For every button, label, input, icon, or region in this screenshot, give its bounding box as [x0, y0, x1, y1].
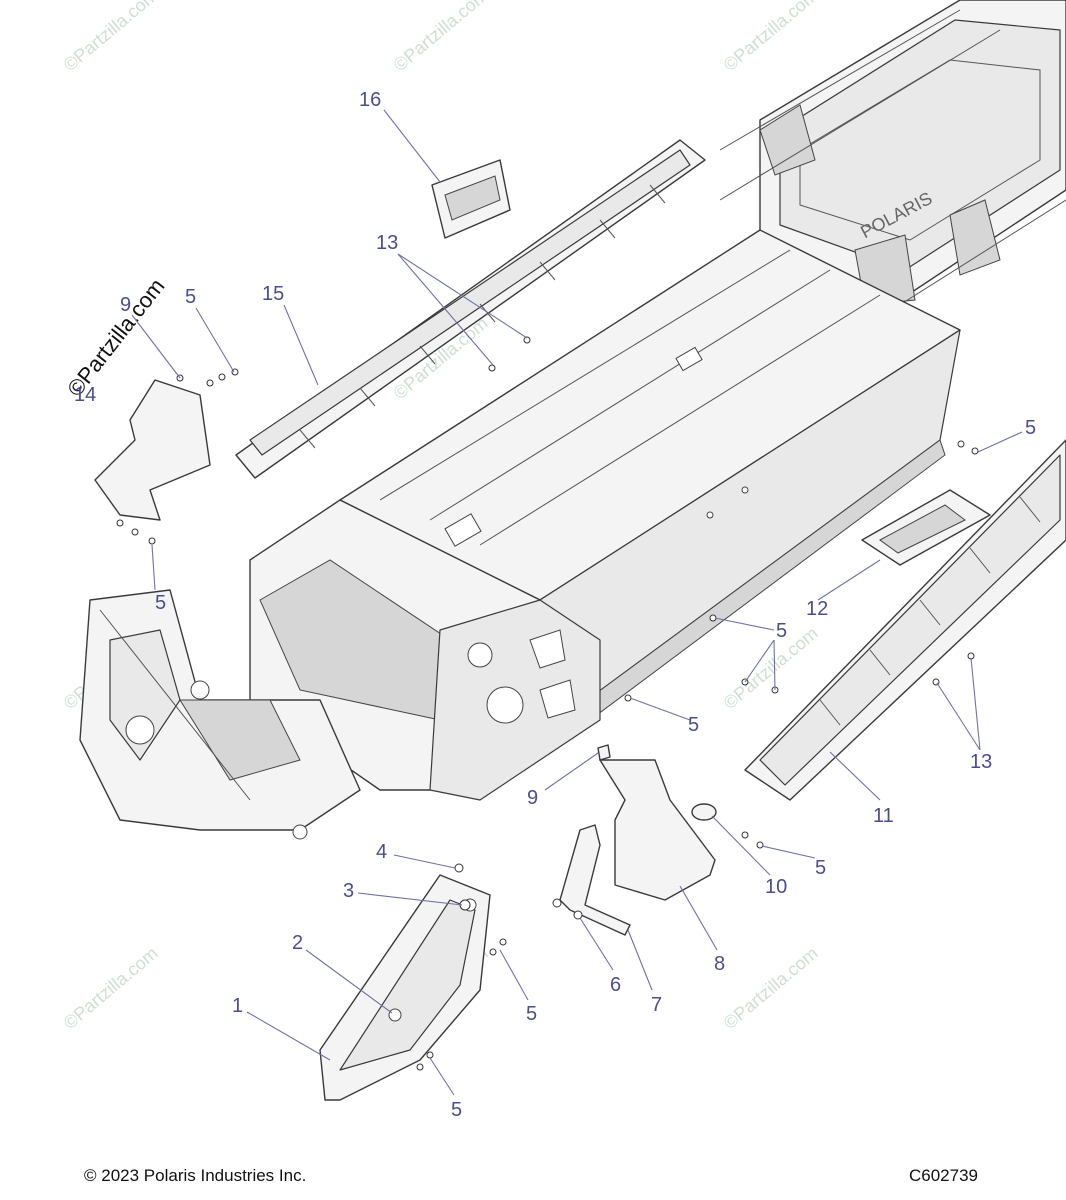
callout-13-right: 13 [970, 751, 992, 773]
callout-1: 1 [232, 995, 243, 1017]
callout-13-top: 13 [376, 232, 398, 254]
callout-5-bottom-mid: 5 [526, 1003, 537, 1025]
callout-12: 12 [806, 598, 828, 620]
part-10-illustration [691, 803, 717, 821]
watermark-text: ©Partzilla.com [390, 0, 492, 75]
callout-9-top: 9 [120, 294, 131, 316]
footer-copyright: © 2023 Polaris Industries Inc. [84, 1166, 307, 1185]
callout-16: 16 [359, 89, 381, 111]
watermark-text: ©Partzilla.com [720, 943, 822, 1033]
callout-3: 3 [343, 880, 354, 902]
part-14-illustration [94, 379, 211, 521]
callout-5-right-bottom: 5 [815, 857, 826, 879]
callout-5-right-top: 5 [1025, 417, 1036, 439]
callout-15: 15 [262, 283, 284, 305]
callout-10: 10 [765, 876, 787, 898]
callout-5-left: 5 [155, 592, 166, 614]
watermark-text: ©Partzilla.com [60, 943, 162, 1033]
callout-5-center: 5 [688, 714, 699, 736]
callout-14: 14 [74, 384, 96, 406]
watermark-text: ©Partzilla.com [720, 0, 822, 75]
callout-5-mid: 5 [776, 620, 787, 642]
callout-5-top: 5 [185, 286, 196, 308]
watermark-text: ©Partzilla.com [60, 0, 162, 75]
tunnel-illustration [339, 229, 961, 736]
leader-lines [131, 109, 1023, 1096]
callout-labels: 16 13 15 9 5 14 5 5 12 5 5 9 13 11 4 5 1… [74, 89, 1036, 1121]
part-7-illustration [559, 824, 631, 936]
rear-rack-illustration: POLARIS [719, 0, 1066, 331]
callout-11: 11 [873, 805, 894, 827]
callout-2: 2 [292, 932, 303, 954]
callout-5-bottom: 5 [451, 1099, 462, 1121]
hardware-group [116, 336, 979, 1071]
part-15-illustration [235, 139, 706, 479]
watermark-text: ©Partzilla.com [720, 623, 822, 713]
part-8-illustration [599, 759, 716, 901]
diagram-code: C602739 [908, 1166, 978, 1185]
callout-6: 6 [610, 974, 621, 996]
part-9-illustration [597, 744, 611, 761]
part-16-illustration [431, 159, 511, 239]
part-12-illustration [861, 489, 991, 566]
front-chassis-illustration [79, 589, 361, 840]
callout-8: 8 [714, 953, 725, 975]
callout-4: 4 [376, 841, 387, 863]
callout-7: 7 [651, 994, 662, 1016]
callout-9-bottom: 9 [527, 787, 538, 809]
part-11-illustration [744, 439, 1066, 801]
